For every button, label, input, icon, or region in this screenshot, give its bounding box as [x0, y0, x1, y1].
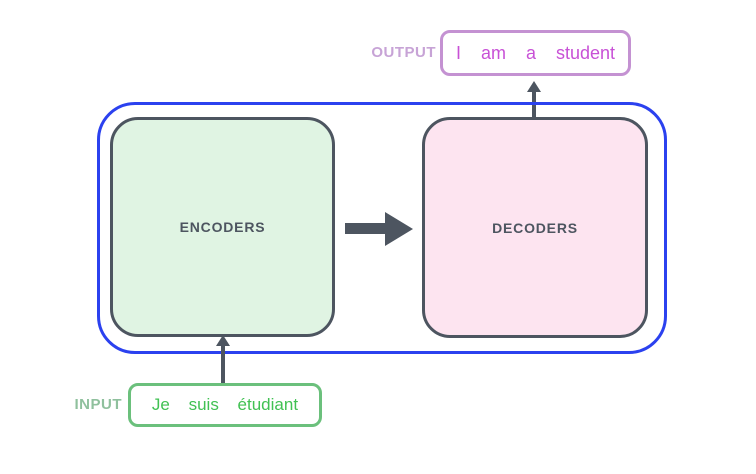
input-to-encoder-arrow-shaft [221, 345, 225, 383]
arrow-up-icon [527, 81, 541, 92]
encoders-box: ENCODERS [110, 117, 335, 337]
output-sentence-box: I am a student [440, 30, 631, 76]
decoders-label: DECODERS [492, 219, 578, 236]
decoders-box: DECODERS [422, 117, 648, 338]
output-sentence-text: I am a student [455, 42, 616, 63]
encoders-label: ENCODERS [179, 219, 266, 235]
arrow-up-icon [216, 335, 230, 346]
arrow-right-icon [385, 212, 413, 246]
transformer-container [97, 102, 667, 354]
output-label: OUTPUT [371, 44, 436, 61]
encoder-to-decoder-arrow-shaft [345, 223, 386, 234]
input-sentence-box: Je suis étudiant [128, 383, 322, 427]
input-label: INPUT [74, 396, 122, 413]
input-sentence-text: Je suis étudiant [151, 395, 299, 414]
